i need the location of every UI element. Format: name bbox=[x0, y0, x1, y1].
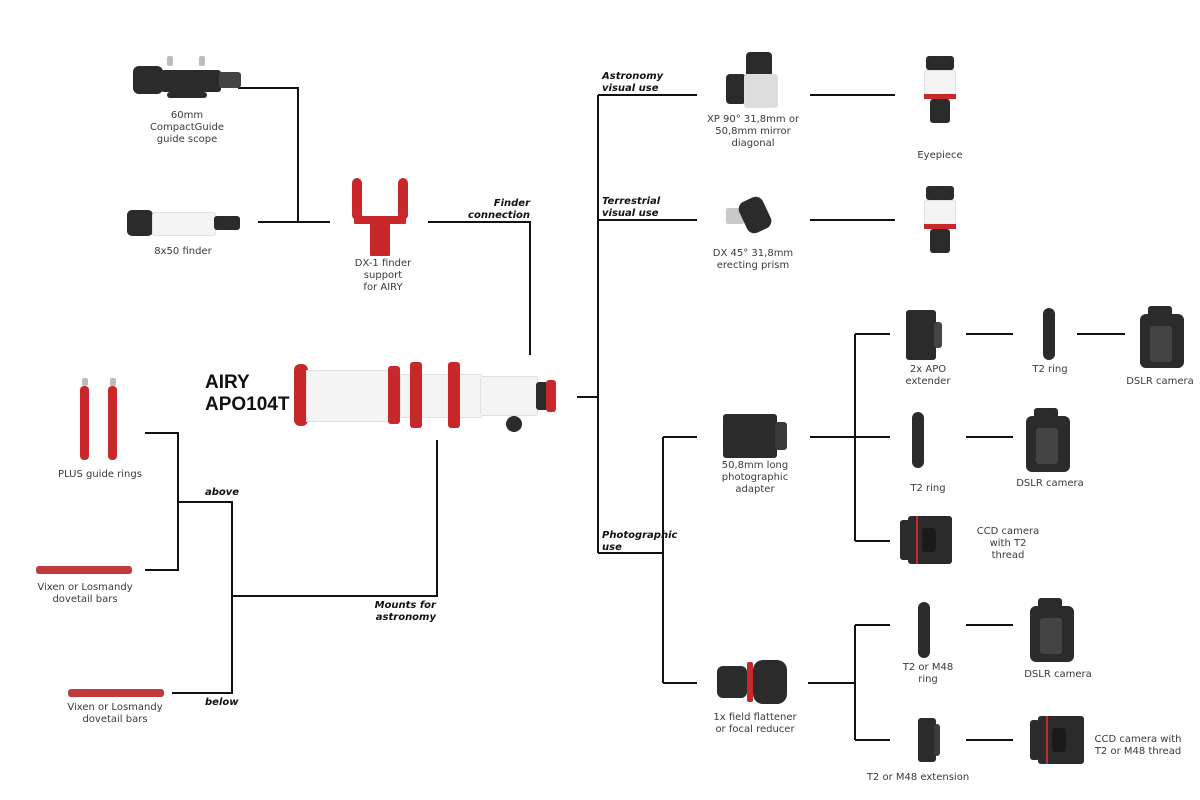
dovetail-bar-image-below[interactable] bbox=[68, 689, 164, 698]
mirror-diagonal-label: XP 90° 31,8mm or 50,8mm mirror diagonal bbox=[706, 114, 800, 149]
branch-astronomy-visual: Astronomy visual use bbox=[602, 71, 664, 94]
t2-ring-image-2[interactable] bbox=[912, 412, 926, 468]
connector-telescope-down bbox=[232, 440, 438, 597]
finder-image[interactable] bbox=[127, 208, 243, 238]
t2-m48-ring-image[interactable] bbox=[918, 602, 932, 658]
connector-guide-scope bbox=[238, 87, 299, 222]
connector-finder-support bbox=[428, 221, 531, 355]
t2-m48-extension-image[interactable] bbox=[918, 718, 942, 762]
ccd-camera-image-1[interactable] bbox=[900, 516, 954, 564]
branch-photographic: Photographic use bbox=[602, 530, 678, 553]
dslr-camera-label-3: DSLR camera bbox=[1024, 669, 1092, 680]
finder-label: 8x50 finder bbox=[154, 246, 212, 257]
guide-scope-label: 60mm CompactGuide guide scope bbox=[149, 110, 225, 145]
flattener-image[interactable] bbox=[717, 660, 791, 704]
connector-guide-rings bbox=[145, 432, 179, 571]
t2-ring-image-1[interactable] bbox=[1043, 308, 1057, 360]
ccd-camera-label-1: CCD camera with T2 thread bbox=[976, 526, 1040, 561]
telescope-title: AIRY APO104T bbox=[205, 372, 290, 415]
dslr-camera-label-1: DSLR camera bbox=[1126, 376, 1194, 387]
branch-above: above bbox=[205, 487, 240, 498]
guide-rings-image[interactable] bbox=[80, 378, 126, 466]
erecting-prism-image[interactable] bbox=[726, 190, 776, 242]
eyepiece-label: Eyepiece bbox=[917, 150, 963, 161]
finder-support-image[interactable] bbox=[352, 178, 410, 258]
telescope-image[interactable] bbox=[292, 360, 560, 438]
branch-finder-connection: Finder connection bbox=[468, 198, 530, 221]
photo-adapter-label: 50,8mm long photographic adapter bbox=[721, 460, 789, 495]
dslr-camera-label-2: DSLR camera bbox=[1016, 478, 1084, 489]
apo-extender-image[interactable] bbox=[906, 310, 942, 360]
t2-ring-label-1: T2 ring bbox=[1032, 364, 1068, 375]
branch-mounts: Mounts for astronomy bbox=[374, 600, 436, 623]
flattener-label: 1x field flattener or focal reducer bbox=[713, 712, 797, 735]
finder-support-label: DX-1 finder support for AIRY bbox=[354, 258, 412, 293]
apo-extender-label: 2x APO extender bbox=[905, 364, 951, 387]
ccd-camera-label-2: CCD camera with T2 or M48 thread bbox=[1094, 734, 1182, 757]
erecting-prism-label: DX 45° 31,8mm erecting prism bbox=[712, 248, 794, 271]
dslr-camera-image-1[interactable] bbox=[1140, 306, 1186, 370]
dovetail-bar-label-above: Vixen or Losmandy dovetail bars bbox=[37, 582, 133, 605]
ccd-camera-image-2[interactable] bbox=[1030, 716, 1086, 764]
branch-below: below bbox=[205, 697, 239, 708]
dovetail-bar-label-below: Vixen or Losmandy dovetail bars bbox=[67, 702, 163, 725]
eyepiece-image-2[interactable] bbox=[924, 186, 956, 256]
dovetail-bar-image-above[interactable] bbox=[36, 566, 132, 575]
connector-above bbox=[172, 501, 233, 694]
guide-rings-label: PLUS guide rings bbox=[58, 469, 142, 480]
photo-adapter-image[interactable] bbox=[723, 414, 787, 458]
branch-terrestrial-visual: Terrestrial visual use bbox=[602, 196, 661, 219]
dslr-camera-image-3[interactable] bbox=[1030, 598, 1076, 662]
mirror-diagonal-image[interactable] bbox=[726, 52, 784, 112]
eyepiece-image-1[interactable] bbox=[924, 56, 956, 126]
t2-m48-extension-label: T2 or M48 extension bbox=[866, 772, 970, 783]
guide-scope-image[interactable] bbox=[133, 52, 243, 102]
t2-m48-ring-label: T2 or M48 ring bbox=[902, 662, 954, 685]
dslr-camera-image-2[interactable] bbox=[1026, 408, 1072, 472]
t2-ring-label-2: T2 ring bbox=[910, 483, 946, 494]
